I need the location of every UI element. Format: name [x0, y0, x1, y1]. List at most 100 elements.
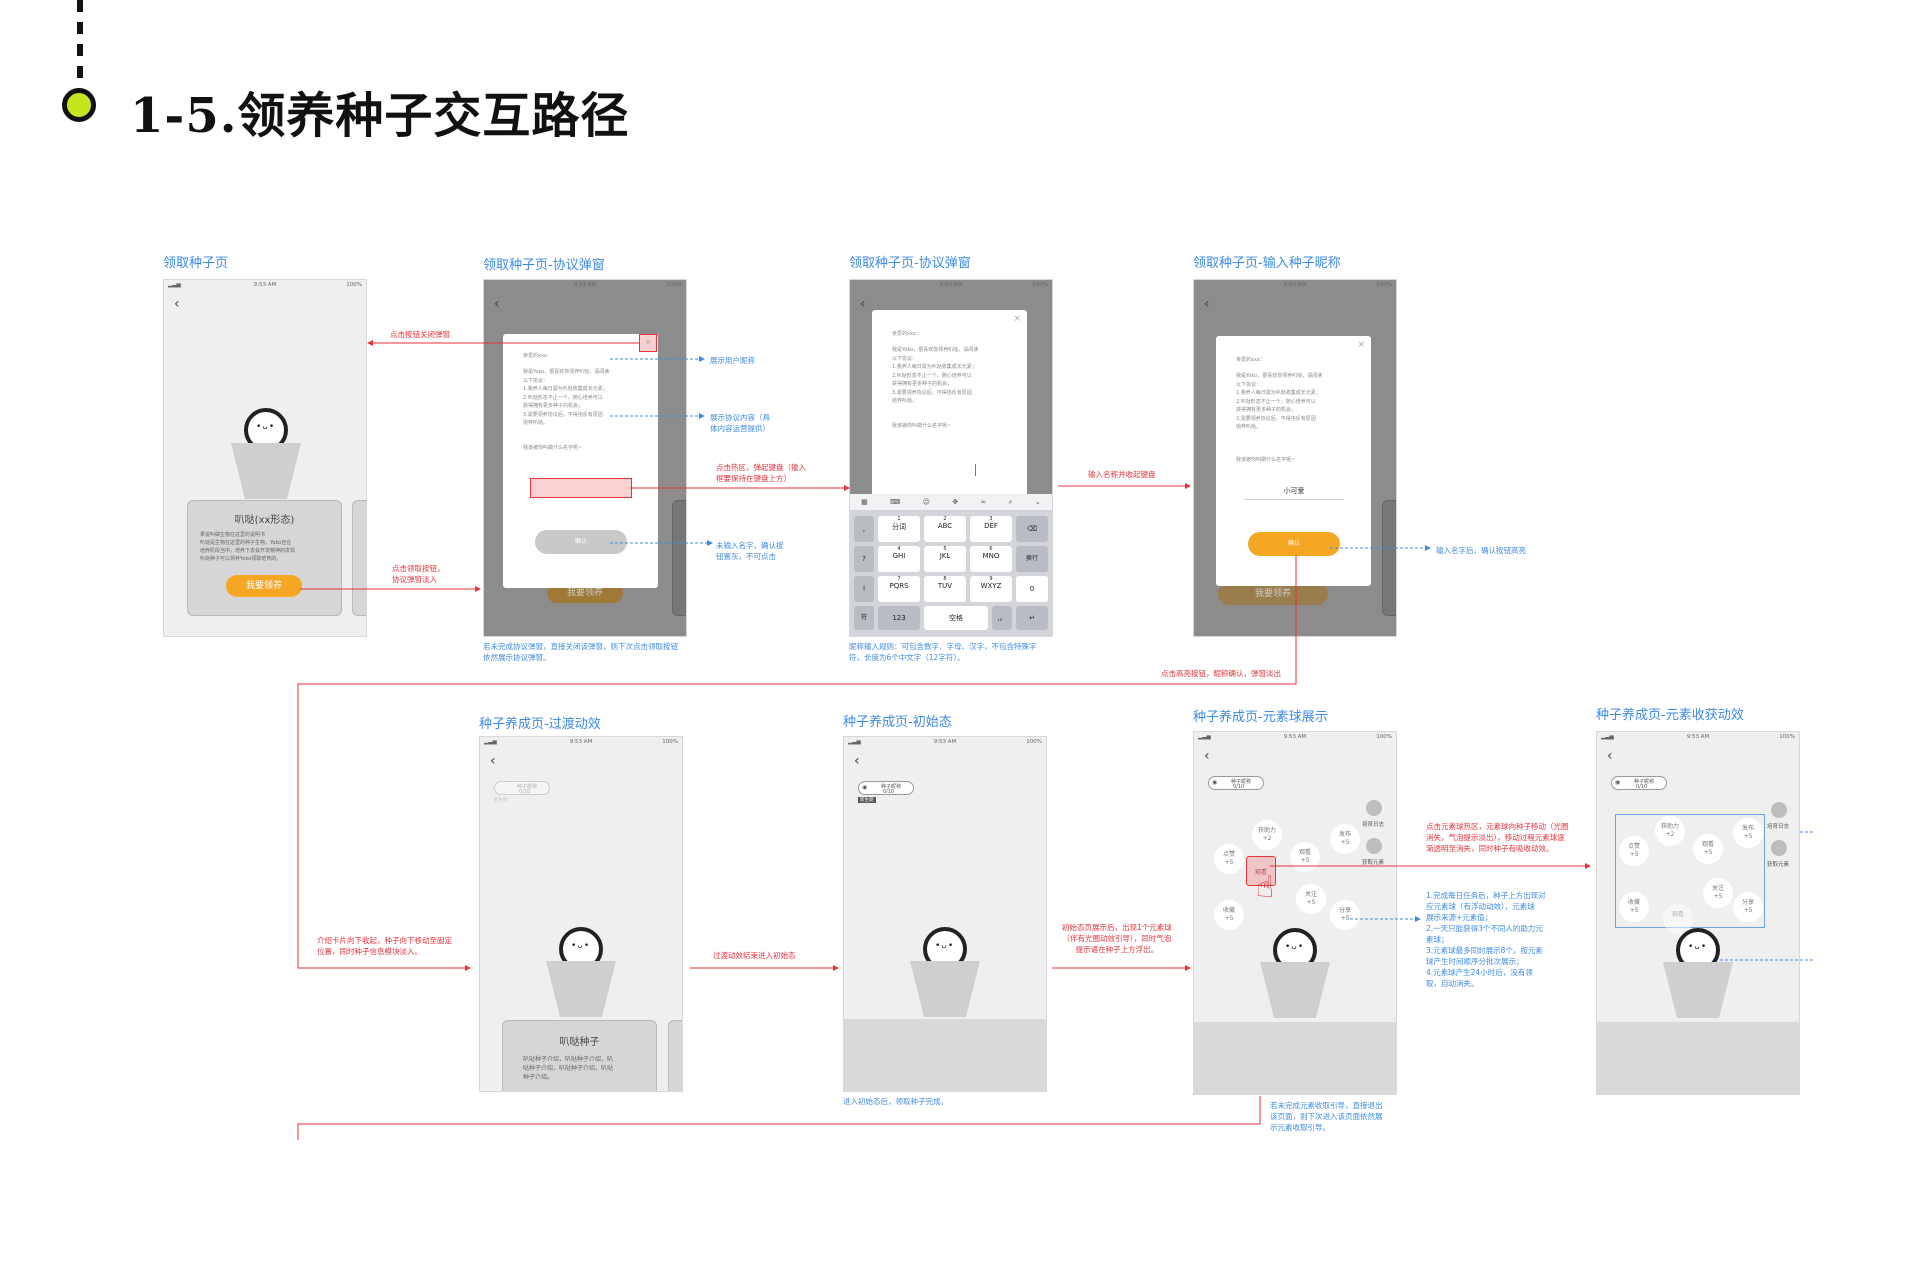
ball-name: 分享 — [1741, 899, 1754, 906]
confirm-button[interactable]: 确认 — [1248, 532, 1340, 556]
key-letters: DEF — [984, 522, 998, 530]
key-number: 5 — [943, 546, 947, 552]
battery-text: 100% — [1032, 282, 1048, 288]
element-ball-follow[interactable]: 关注+5 — [1703, 878, 1733, 908]
ball-name: 收藏 — [1222, 907, 1235, 914]
battery-text: 100% — [1376, 734, 1392, 740]
screen-title-input-nickname: 领取种子页-输入种子昵称 — [1193, 256, 1341, 271]
close-icon[interactable]: × — [1357, 340, 1365, 350]
diary-icon[interactable] — [1366, 800, 1382, 816]
element-ball-watch[interactable]: 观看+5 — [1693, 834, 1723, 864]
ball-name: 点赞 — [1222, 851, 1235, 858]
keyboard-icon[interactable]: ⌨ — [890, 498, 901, 506]
key-punct-exclaim[interactable]: ! — [854, 576, 874, 602]
back-arrow-icon[interactable]: ‹ — [1204, 296, 1210, 312]
element-ball-collect[interactable]: 收藏+5 — [1214, 900, 1244, 930]
element-ball-publish[interactable]: 发布+5 — [1733, 818, 1763, 848]
collapse-icon[interactable]: ⌄ — [1034, 498, 1041, 506]
key-punct[interactable]: ,。 — [992, 606, 1012, 630]
note-collect-click: 点击元素球热区，元素球向种子移动（光圈 消失，气泡提示淡出），移动过程元素球逐 … — [1426, 822, 1569, 853]
element-ball-collect[interactable]: 收藏+5 — [1619, 892, 1649, 922]
key-punct-comma[interactable]: , — [854, 516, 874, 542]
back-arrow-icon[interactable]: ‹ — [854, 753, 860, 769]
signal-icon: ▂▃▅ — [1198, 734, 1211, 740]
ball-value: +5 — [1306, 899, 1316, 906]
ball-value: +5 — [1340, 839, 1350, 846]
element-ball-share[interactable]: 分享+5 — [1330, 900, 1360, 930]
elements-icon[interactable] — [1366, 838, 1382, 854]
seed-intro-card: 叭哒种子 叭哒种子介绍，叭哒种子介绍，叭 哒种子介绍，叭哒种子介绍，叭哒 种子介… — [502, 1020, 657, 1091]
key-number: 6 — [989, 546, 993, 552]
section-heading: 1-5.领养种子交互路径 — [130, 88, 630, 144]
back-arrow-icon[interactable]: ‹ — [1607, 748, 1613, 764]
greeting-text: 亲爱的xxx： — [892, 331, 921, 337]
key-letters: PQRS — [889, 582, 909, 590]
key-0[interactable]: 0 — [1016, 576, 1048, 602]
diary-icon[interactable] — [1771, 802, 1787, 818]
confirm-button-disabled[interactable]: 确认 — [535, 530, 627, 554]
element-ball-like[interactable]: 点赞+5 — [1214, 844, 1244, 874]
link-icon[interactable]: ∞ — [980, 498, 987, 506]
element-ball-publish[interactable]: 发布+5 — [1330, 824, 1360, 854]
badge-level: 新生期 — [494, 798, 508, 803]
key-numbers[interactable]: 123 — [878, 606, 920, 630]
key-return[interactable]: 换行 — [1016, 546, 1048, 572]
key-letters: TUV — [937, 582, 953, 590]
key-symbols[interactable]: 符 — [854, 606, 874, 630]
search-icon[interactable]: ⌕ — [1008, 497, 1013, 506]
element-ball-watch[interactable]: 观看+5 — [1290, 842, 1320, 872]
key-space[interactable]: 空格 — [924, 606, 988, 630]
ground-area — [1194, 1022, 1396, 1094]
back-arrow-icon[interactable]: ‹ — [1204, 748, 1210, 764]
seed-mini-icon: ◉ — [1615, 779, 1621, 786]
greeting-text: 亲爱的xxx： — [1236, 357, 1265, 363]
element-ball-follow[interactable]: 关注+5 — [1296, 884, 1326, 914]
note-nickname-rules: 昵称输入规则：可包含数字、字母、汉字，不包含特殊字 符，长度为6个中文字（12字… — [849, 642, 1037, 662]
element-ball-help[interactable]: 获助力+2 — [1252, 820, 1282, 850]
element-ball-share[interactable]: 分享+5 — [1733, 892, 1763, 922]
key-punct-question[interactable]: ? — [854, 546, 874, 572]
ball-value: +2 — [1665, 831, 1675, 838]
note-input-name: 输入名称并收起键盘 — [1088, 470, 1156, 479]
close-icon[interactable]: × — [1013, 314, 1021, 324]
move-icon[interactable]: ✥ — [952, 498, 959, 506]
badge-name: 种子昵称 — [1634, 779, 1655, 785]
key-number: 2 — [943, 516, 947, 522]
flower-pot-icon — [1260, 962, 1330, 1018]
back-arrow-icon[interactable]: ‹ — [174, 296, 180, 312]
emoji-icon[interactable]: ☺ — [922, 498, 930, 506]
backspace-key-icon[interactable]: ⌫ — [1016, 516, 1048, 542]
nickname-input[interactable]: 小可爱 — [1244, 486, 1344, 500]
back-arrow-icon[interactable]: ‹ — [494, 296, 500, 312]
enter-arrow-icon[interactable]: ↵ — [1016, 606, 1048, 630]
close-icon[interactable]: × — [644, 338, 652, 348]
grid-icon[interactable]: ▦ — [861, 498, 868, 506]
element-ball-help[interactable]: 获助力+2 — [1655, 816, 1685, 846]
elements-icon[interactable] — [1771, 840, 1787, 856]
back-arrow-icon[interactable]: ‹ — [860, 296, 866, 312]
element-ball-like[interactable]: 点赞+5 — [1619, 836, 1649, 866]
adopt-button[interactable]: 我要领养 — [226, 575, 302, 597]
next-card-peek — [352, 500, 366, 616]
ground-area — [844, 1019, 1046, 1091]
name-input-hotspot[interactable] — [530, 478, 632, 498]
back-arrow-icon[interactable]: ‹ — [490, 753, 496, 769]
